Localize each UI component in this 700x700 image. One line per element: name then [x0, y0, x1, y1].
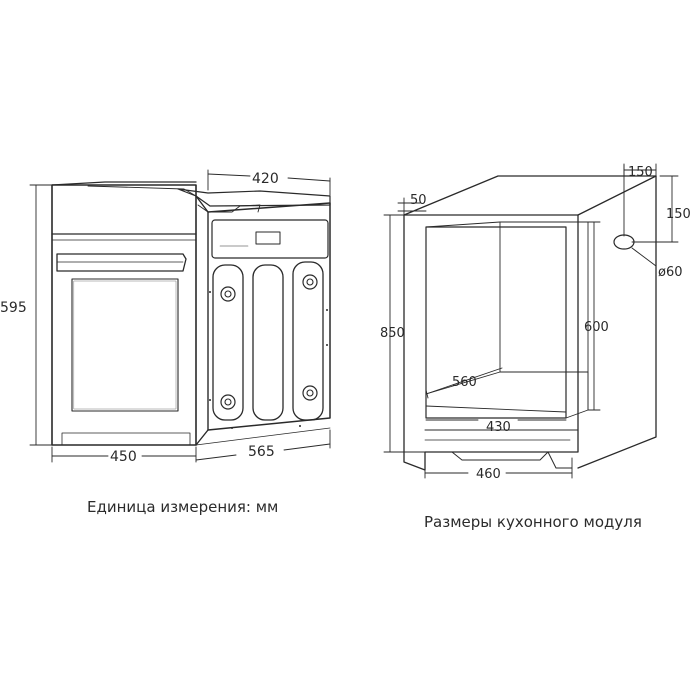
vent-offset-dimensions	[623, 163, 679, 243]
label-cabinet-height: 850	[380, 326, 405, 341]
base-width-dimension	[424, 454, 573, 479]
label-oven-height: 595	[0, 300, 27, 316]
oven-door-handle	[56, 253, 187, 272]
dimension-labels: 595 450 565 420 50 850 600 560 430 460 1…	[0, 165, 691, 482]
label-vent-offset-y: 150	[666, 207, 691, 222]
oven-height-dimension	[29, 184, 53, 446]
oven-side-body	[195, 195, 209, 446]
label-oven-front-width: 450	[110, 449, 137, 465]
label-base-width: 460	[476, 467, 501, 482]
oven-top-width-dimension	[207, 169, 331, 196]
vent-hole	[613, 234, 635, 250]
cabinet-niche	[425, 226, 567, 419]
label-niche-depth: 560	[452, 375, 477, 390]
oven-door-glass	[71, 278, 179, 412]
oven-front-panel	[51, 184, 197, 446]
oven-side-panel-right	[292, 261, 324, 421]
cabinet-height-dimension	[383, 214, 426, 453]
cabinet-drawing	[383, 163, 679, 479]
niche-height-dimension	[587, 221, 601, 411]
label-oven-top-width: 420	[252, 171, 279, 187]
oven-depth-dimension	[195, 429, 331, 461]
oven-side-panel-left	[212, 264, 244, 421]
oven-side-panel-center	[252, 264, 284, 421]
label-niche-height: 600	[584, 320, 609, 335]
niche-depth-dimension	[425, 367, 503, 399]
label-oven-depth: 565	[248, 444, 275, 460]
label-vent-offset-x: 150	[628, 165, 653, 180]
cabinet-caption: Размеры кухонного модуля	[424, 513, 642, 531]
label-vent-diameter: ø60	[658, 265, 683, 280]
label-niche-width: 430	[486, 420, 511, 435]
top-gap-dimension	[397, 197, 427, 216]
oven-drawing	[29, 169, 331, 463]
label-top-gap: 50	[410, 193, 427, 208]
units-caption: Единица измерения: мм	[87, 498, 279, 516]
oven-width-dimension	[51, 446, 197, 463]
vent-diameter-leader	[631, 247, 657, 267]
